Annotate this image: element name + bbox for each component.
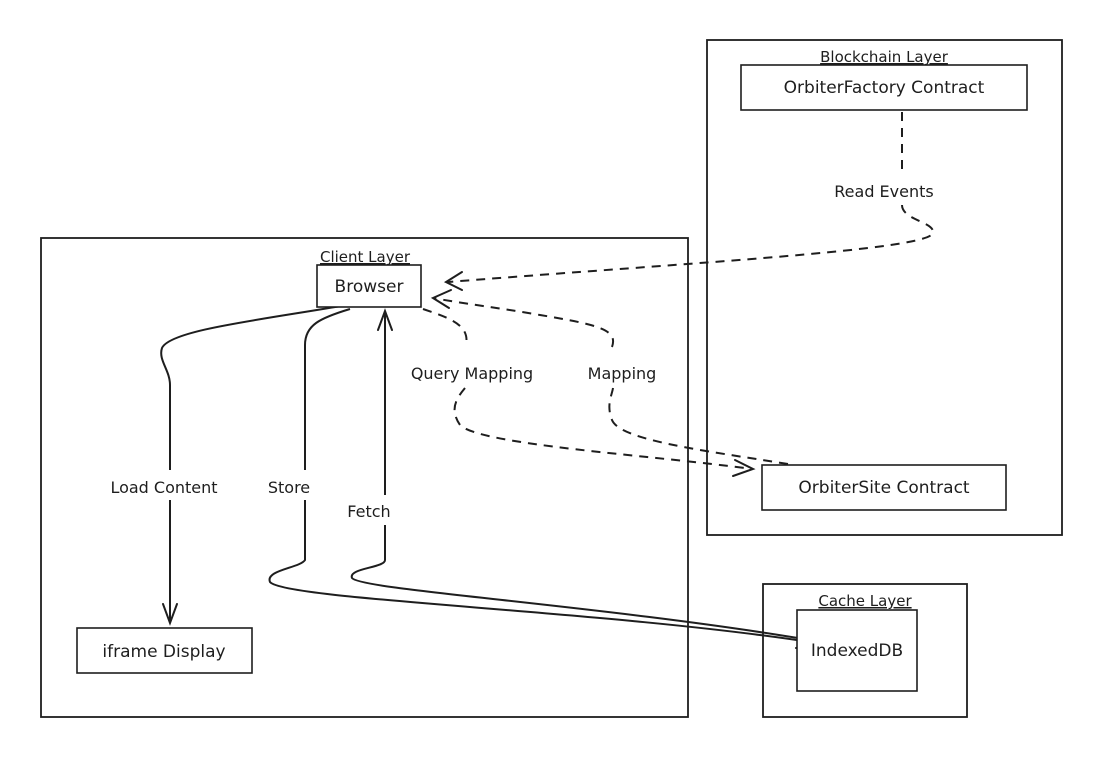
iframe-display-label: iframe Display bbox=[102, 642, 225, 662]
orbiter-factory-label: OrbiterFactory Contract bbox=[784, 78, 985, 98]
node-orbiter-factory[interactable]: OrbiterFactory Contract bbox=[740, 64, 1028, 111]
mapping-line-bottom bbox=[608, 387, 789, 465]
blockchain-layer-label: Blockchain Layer bbox=[820, 48, 949, 66]
client-layer-label: Client Layer bbox=[320, 248, 411, 266]
edge-store: Store bbox=[268, 308, 811, 643]
store-line bbox=[268, 500, 811, 643]
query-mapping-arrowhead bbox=[732, 459, 756, 477]
node-browser[interactable]: Browser bbox=[316, 264, 422, 308]
iframe-display-box[interactable] bbox=[76, 627, 253, 674]
load-content-arrowhead bbox=[162, 603, 178, 626]
edge-read-events: Read Events bbox=[443, 112, 934, 291]
mapping-label: Mapping bbox=[588, 364, 657, 383]
edge-load-content: Load Content bbox=[110, 304, 348, 626]
mapping-line bbox=[432, 297, 615, 348]
orbiter-site-box[interactable] bbox=[761, 464, 1007, 511]
query-mapping-line bbox=[453, 387, 753, 470]
client-layer-group: Client Layer bbox=[40, 237, 689, 718]
node-iframe-display[interactable]: iframe Display bbox=[76, 627, 253, 674]
mapping-arrowhead bbox=[430, 289, 452, 309]
load-content-label: Load Content bbox=[110, 478, 217, 497]
cache-layer-label: Cache Layer bbox=[818, 592, 912, 610]
store-line-top bbox=[304, 308, 351, 470]
fetch-label: Fetch bbox=[347, 502, 390, 521]
edge-fetch: Fetch bbox=[347, 308, 815, 649]
edge-query-mapping: Query Mapping bbox=[411, 308, 756, 477]
load-content-line-top bbox=[160, 304, 348, 470]
read-events-arrowhead bbox=[443, 271, 463, 291]
query-mapping-line-top bbox=[422, 308, 468, 346]
cache-layer-group: Cache Layer bbox=[762, 583, 968, 718]
indexeddb-label: IndexedDB bbox=[811, 641, 903, 661]
orbiter-site-label: OrbiterSite Contract bbox=[798, 478, 970, 498]
read-events-line bbox=[447, 204, 934, 283]
read-events-label: Read Events bbox=[834, 182, 933, 201]
store-label: Store bbox=[268, 478, 310, 497]
client-layer-frame bbox=[40, 237, 689, 718]
blockchain-layer-group: Blockchain Layer bbox=[706, 39, 1063, 536]
orbiter-factory-box[interactable] bbox=[740, 64, 1028, 111]
browser-label: Browser bbox=[335, 277, 404, 297]
edge-mapping: Mapping bbox=[430, 289, 789, 465]
indexeddb-box[interactable] bbox=[796, 609, 918, 692]
browser-box[interactable] bbox=[316, 264, 422, 308]
fetch-line-bottom bbox=[350, 525, 811, 641]
node-orbiter-site[interactable]: OrbiterSite Contract bbox=[761, 464, 1007, 511]
cache-layer-frame bbox=[762, 583, 968, 718]
query-mapping-label: Query Mapping bbox=[411, 364, 533, 383]
node-indexeddb[interactable]: IndexedDB bbox=[796, 609, 918, 692]
blockchain-layer-frame bbox=[706, 39, 1063, 536]
fetch-arrowhead bbox=[377, 308, 393, 331]
